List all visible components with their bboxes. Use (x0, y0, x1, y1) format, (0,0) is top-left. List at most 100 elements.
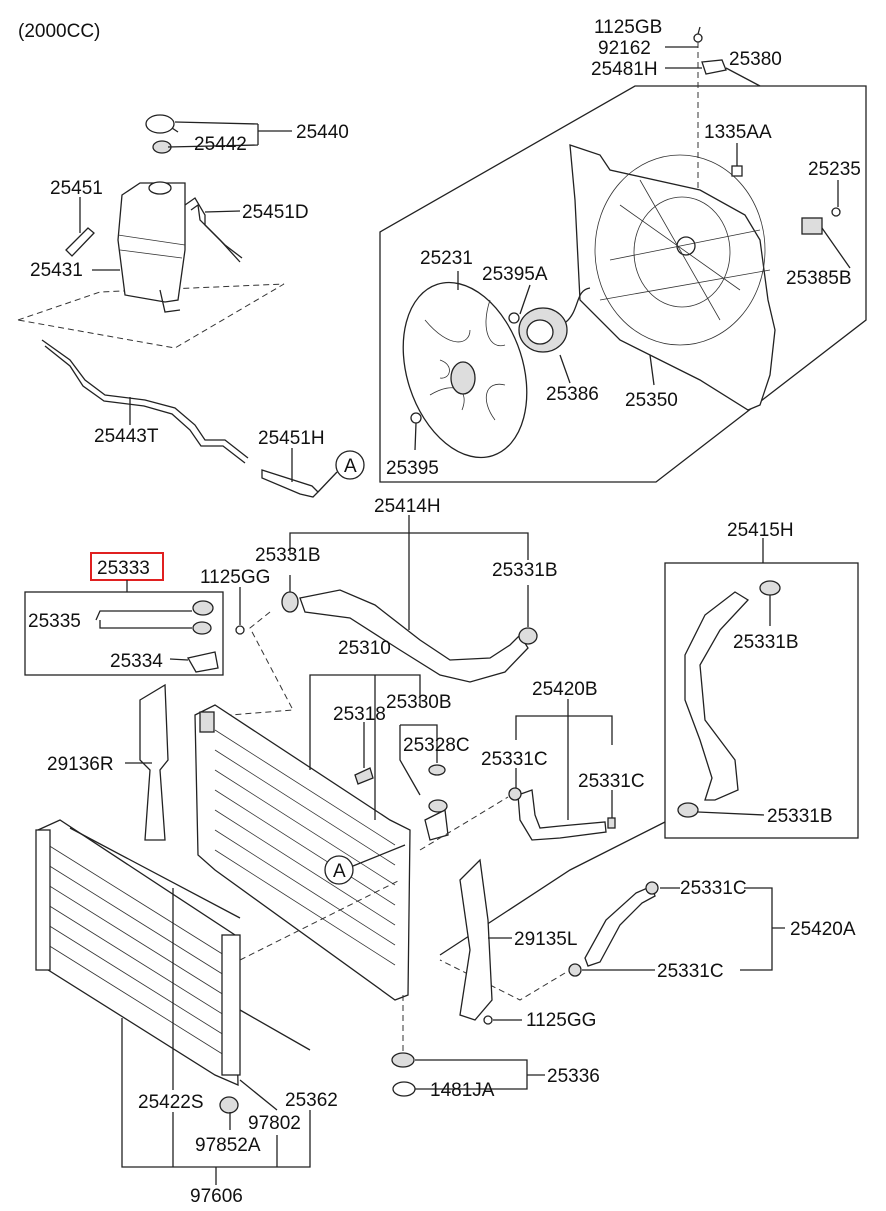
plug-97802[interactable] (219, 1096, 239, 1114)
motor-wire (565, 287, 591, 323)
shroud-center (676, 236, 696, 256)
leaders-cap (167, 121, 292, 148)
bolt-1125GG-top[interactable] (235, 625, 245, 635)
label-25451H: 25451H (258, 428, 325, 449)
cap-25330B[interactable] (428, 799, 448, 813)
nut-1335AA[interactable] (731, 165, 743, 177)
bolt-1125GG-bottom[interactable] (483, 1015, 493, 1025)
hose-25420A[interactable] (584, 885, 656, 967)
label-25328C: 25328C (403, 735, 470, 756)
fan-shroud-25350[interactable] (569, 144, 776, 411)
leaders-top (665, 26, 761, 87)
fan-clip-25395[interactable] (410, 412, 422, 424)
label-29135L: 29135L (514, 929, 577, 950)
shroud-hub-ring (633, 196, 731, 308)
fan-assembly-group: 1125GB 92162 25481H 25380 1335AA 25235 2… (379, 17, 867, 483)
leaders-fan (414, 143, 851, 451)
label-25331C-a: 25331C (481, 749, 548, 770)
connector-25385B[interactable] (801, 217, 823, 235)
upper-hose-25414H[interactable] (299, 589, 529, 683)
label-25442: 25442 (194, 134, 247, 155)
clip-25481H[interactable] (701, 59, 727, 75)
clamp-25331C-a[interactable] (508, 787, 522, 801)
label-1125GG-bottom: 1125GG (526, 1010, 596, 1031)
connector-A-mid (324, 855, 354, 885)
oring-1481JA[interactable] (392, 1081, 416, 1097)
clamp-25331B-box1[interactable] (759, 580, 781, 596)
drain-plug-25336[interactable] (391, 1052, 415, 1068)
leader-25336 (415, 1059, 545, 1090)
condenser-fins (47, 844, 233, 1061)
label-25422S: 25422S (138, 1092, 204, 1113)
lower-hose-25415H[interactable] (684, 591, 750, 801)
engine-note: (2000CC) (18, 21, 100, 42)
bushing-25335-lower[interactable] (192, 621, 212, 635)
hose-25451[interactable] (65, 227, 95, 257)
hose-25443T[interactable] (41, 339, 249, 459)
label-25231: 25231 (420, 248, 473, 269)
hose-25420B[interactable] (517, 789, 607, 841)
clamp-25331B-left[interactable] (281, 591, 299, 613)
condenser-top-bar (69, 827, 241, 919)
leaders-25420A (582, 887, 785, 971)
side-bracket-29135L[interactable] (459, 858, 493, 1021)
right-bracket-group: 29135L 1125GG (459, 858, 596, 1031)
tank-bands (117, 234, 186, 259)
label-25395A: 25395A (482, 264, 548, 285)
clamp-25331C-c[interactable] (645, 881, 659, 895)
label-25330B: 25330B (386, 692, 452, 713)
label-25385B: 25385B (786, 268, 852, 289)
screw-25395A[interactable] (508, 312, 520, 324)
label-25335: 25335 (28, 611, 81, 632)
radiator-top-cap (199, 711, 215, 733)
clamp-25331B-right[interactable] (518, 627, 538, 645)
label-1125GG-top: 1125GG (200, 567, 270, 588)
label-25451: 25451 (50, 178, 103, 199)
radiator-fins (214, 729, 396, 966)
reservoir-group: (2000CC) 25440 25442 25451 25451D 25431 (16, 21, 365, 498)
label-29136R: 29136R (47, 754, 114, 775)
bolt-1125GB[interactable] (693, 33, 703, 43)
label-92162: 92162 (598, 38, 651, 59)
label-97802: 97802 (248, 1113, 301, 1134)
radiator-filler-neck (424, 809, 449, 841)
label-A-mid: A (333, 861, 346, 882)
reservoir-cap-25440[interactable] (145, 114, 175, 134)
label-25331C-d: 25331C (657, 961, 724, 982)
leader-A-mid (352, 844, 406, 867)
leader-25335 (95, 610, 192, 629)
fan-hub (450, 361, 476, 395)
radiator-core-25310[interactable] (194, 704, 411, 1001)
hose-25451H[interactable] (261, 469, 319, 498)
label-25420B: 25420B (532, 679, 598, 700)
bushing-25335-upper[interactable] (192, 600, 214, 616)
fan-assembly-box (379, 85, 867, 483)
label-25333[interactable]: 25333 (97, 558, 150, 579)
clamp-25331C-d[interactable] (568, 963, 582, 977)
seal-25328C[interactable] (428, 764, 446, 776)
label-25414H: 25414H (374, 496, 441, 517)
tank-neck (148, 181, 172, 195)
reservoir-dashed-box (16, 283, 285, 349)
label-A-top: A (344, 456, 357, 477)
hose-25451D-edge (190, 203, 241, 263)
receiver-drier-25362[interactable] (221, 934, 241, 1076)
clamp-25331B-box2[interactable] (677, 802, 699, 818)
clamp-25331C-b[interactable] (607, 817, 616, 829)
hose-to-A-line (317, 471, 338, 493)
hose-to-radiator-dashed (229, 611, 294, 716)
label-25310: 25310 (338, 638, 391, 659)
label-25331B-box1: 25331B (733, 632, 799, 653)
label-97606: 97606 (190, 1186, 243, 1207)
reservoir-tank-25431[interactable] (117, 182, 186, 303)
bracket-25334[interactable] (186, 651, 219, 673)
bolt-25235[interactable] (831, 207, 841, 217)
label-1481JA: 1481JA (430, 1080, 495, 1101)
lower-hose-box-group: 25415H 25331B 25331B (439, 520, 859, 956)
shroud-struts (599, 179, 771, 321)
label-25331B-box2: 25331B (767, 806, 833, 827)
hose-25420A-group: 25331C 25420A 25331C (439, 878, 856, 1001)
sensor-25318[interactable] (354, 767, 374, 785)
hose-25451D[interactable] (184, 197, 243, 259)
hose-25443T-edge (44, 345, 246, 464)
